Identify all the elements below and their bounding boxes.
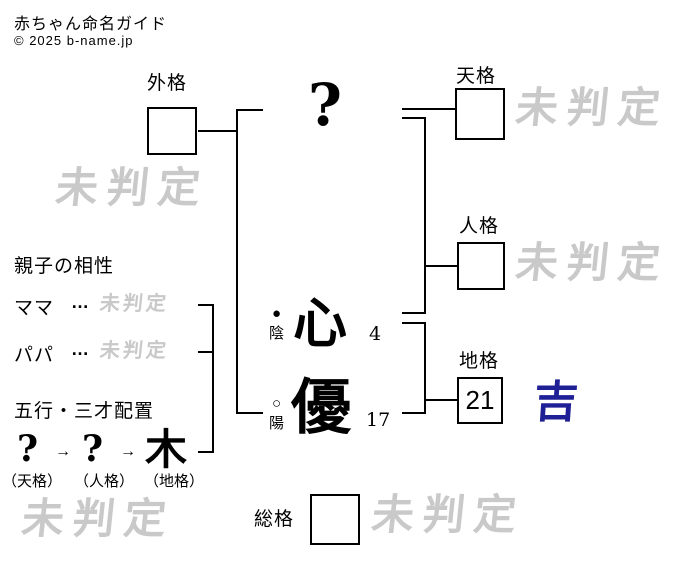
given-char-1-strokes: 4 <box>369 323 382 345</box>
line-tenkaku <box>402 108 455 110</box>
gogyo-caption-tenkaku: （天格） <box>2 473 63 490</box>
copyright-text: © 2025 b-name.jp <box>14 33 134 48</box>
chikaku-box: 21 <box>457 377 503 424</box>
line-gaikaku-vertical <box>236 109 238 414</box>
gaikaku-box <box>147 107 197 155</box>
gogyo-element-chikaku: 木 <box>145 425 188 474</box>
given-char-2-strokes: 17 <box>366 409 391 431</box>
line-jinkaku-vertical <box>424 117 426 314</box>
gogyo-arrow-2: → <box>120 443 136 460</box>
chikaku-value: 21 <box>465 385 495 415</box>
sansai-result-watermark: 未判定 <box>19 494 178 543</box>
line-jinkaku-stub <box>426 265 457 267</box>
gogyo-element-jinkaku: ? <box>82 428 104 470</box>
line-jinkaku-arm-bottom <box>402 312 426 314</box>
chikaku-label: 地格 <box>459 351 500 372</box>
soukaku-label: 総格 <box>254 509 295 530</box>
compatibility-heading: 親子の相性 <box>14 256 115 277</box>
mama-label: ママ <box>14 298 55 319</box>
mama-result-watermark: 未判定 <box>98 291 171 315</box>
gaikaku-label: 外格 <box>147 73 188 94</box>
gogyo-caption-jinkaku: （人格） <box>74 473 135 490</box>
line-jinkaku-arm-top <box>402 117 426 119</box>
line-chikaku-stub <box>426 399 457 401</box>
gogyo-heading: 五行・三才配置 <box>14 401 155 422</box>
mama-dots: … <box>71 292 91 312</box>
page-title: 赤ちゃん命名ガイド <box>14 16 168 33</box>
papa-label: パパ <box>14 345 55 366</box>
line-gaikaku-arm-bottom <box>236 412 263 414</box>
inyo-label-yang: 陽 <box>269 415 285 432</box>
line-gaikaku-arm-top <box>236 109 263 111</box>
inyo-label-yin: 陰 <box>269 325 285 342</box>
jinkaku-box <box>457 242 505 290</box>
line-gogyo-stub <box>198 451 214 453</box>
line-chikaku-arm-bottom <box>402 412 426 414</box>
line-oyako-vertical <box>212 304 214 453</box>
line-gaikaku-connector <box>198 130 237 132</box>
given-char-2: 優 <box>291 373 351 443</box>
papa-dots: … <box>71 339 91 359</box>
line-chikaku-vertical <box>424 322 426 414</box>
tenkaku-label: 天格 <box>456 66 497 87</box>
gogyo-caption-chikaku: （地格） <box>144 473 205 490</box>
gogyo-arrow-1: → <box>55 443 71 460</box>
tenkaku-box <box>455 88 505 140</box>
given-char-1: 心 <box>293 291 347 355</box>
papa-result-watermark: 未判定 <box>98 338 171 362</box>
soukaku-result-watermark: 未判定 <box>369 490 528 539</box>
surname-char-placeholder: ? <box>308 71 342 139</box>
chikaku-result-kichi: 吉 <box>532 377 580 428</box>
gogyo-element-tenkaku: ? <box>17 428 39 470</box>
line-papa-stub <box>198 351 214 353</box>
tenkaku-result-watermark: 未判定 <box>513 83 672 132</box>
soukaku-box <box>310 494 360 545</box>
inyo-symbol-yin: ● <box>272 305 282 322</box>
line-chikaku-arm-top <box>402 322 426 324</box>
gaikaku-result-watermark: 未判定 <box>53 163 212 212</box>
inyo-symbol-yang: ○ <box>272 395 282 412</box>
jinkaku-result-watermark: 未判定 <box>513 238 672 287</box>
line-mama-stub <box>198 304 214 306</box>
jinkaku-label: 人格 <box>459 216 500 237</box>
